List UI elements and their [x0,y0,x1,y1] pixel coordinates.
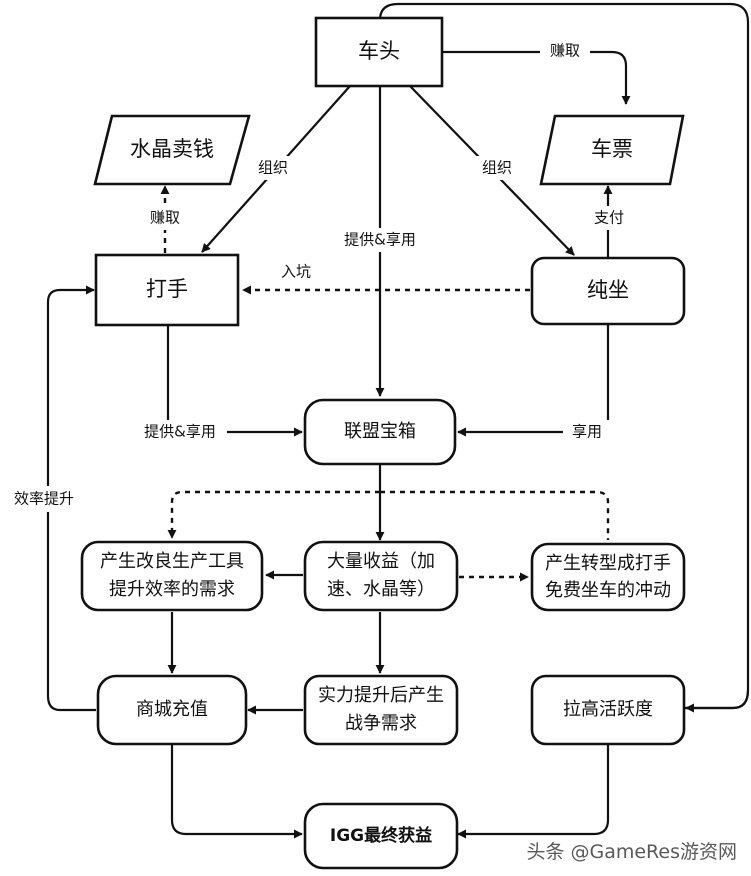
node-chansheng-gailiang: 产生改良生产工具 提升效率的需求 [80,540,264,612]
label-zuzhi-left: 组织 [258,159,288,177]
node-chepiao: 车票 [539,114,685,186]
svg-text:免费坐车的冲动: 免费坐车的冲动 [545,580,671,601]
node-shuijing-maiqian: 水晶卖钱 [93,114,251,186]
label-rukeng: 入坑 [281,263,311,281]
node-daliang-shouyi: 大量收益（加 速、水晶等） [303,540,459,612]
svg-text:战争需求: 战争需求 [345,713,417,734]
node-shangcheng-chongzhi: 商城充值 [96,674,248,746]
svg-text:IGG最终获益: IGG最终获益 [330,825,432,846]
svg-text:提升效率的需求: 提升效率的需求 [109,579,235,600]
label-tigong-center: 提供&享用 [344,231,416,249]
svg-text:拉高活跃度: 拉高活跃度 [563,699,653,720]
edge-dashed-split-right [380,490,610,540]
label-tigong-left: 提供&享用 [144,423,216,441]
svg-text:大量收益（加: 大量收益（加 [327,551,435,572]
node-chetou: 车头 [314,16,444,88]
nodes: 车头 水晶卖钱 车票 打手 纯坐 联盟宝箱 产生改良 [80,16,686,870]
svg-text:纯坐: 纯坐 [587,278,629,302]
edge-chetou-chepiao [443,50,631,105]
edge-labels: 赚取 组织 组织 提供&享用 赚取 支付 入坑 提供&享用 享用 效率提升 [4,40,632,512]
svg-text:打手: 打手 [146,277,188,301]
label-zhuanqu-left: 赚取 [150,209,180,227]
node-igg-shouyi: IGG最终获益 [303,802,459,870]
svg-text:水晶卖钱: 水晶卖钱 [130,137,214,161]
edge-loop-to-huoyue [685,689,750,713]
node-chunzuo: 纯坐 [530,256,686,326]
svg-text:联盟宝箱: 联盟宝箱 [344,421,416,442]
edge-shangcheng-igg [170,745,303,839]
node-dashou: 打手 [94,253,240,327]
label-xiangyong-right: 享用 [572,423,602,441]
watermark: 头条 @GameRes游资网 [526,841,737,863]
svg-text:速、水晶等）: 速、水晶等） [327,579,435,600]
node-chansheng-zhuanxing: 产生转型成打手 免费坐车的冲动 [530,542,686,612]
node-lagao-huoyuedu: 拉高活跃度 [530,674,686,746]
label-xiaolv-tisheng: 效率提升 [14,490,74,508]
svg-text:商城充值: 商城充值 [136,699,208,720]
node-lianmeng-baoxiang: 联盟宝箱 [303,398,457,466]
svg-text:产生转型成打手: 产生转型成打手 [545,553,671,574]
svg-text:车票: 车票 [591,137,633,161]
svg-text:产生改良生产工具: 产生改良生产工具 [100,551,244,572]
label-zhifu: 支付 [594,209,624,227]
edge-chunzuo-baoxiang [457,325,610,437]
label-zhuanqu-top: 赚取 [550,42,580,60]
edge-huoyue-igg [457,745,610,839]
edge-dashed-split-left [167,490,380,539]
edge-dashou-baoxiang [166,325,303,437]
svg-text:车头: 车头 [358,39,400,63]
svg-text:实力提升后产生: 实力提升后产生 [318,685,444,706]
label-zuzhi-right: 组织 [482,159,512,177]
node-shili-tisheng: 实力提升后产生 战争需求 [303,674,459,746]
